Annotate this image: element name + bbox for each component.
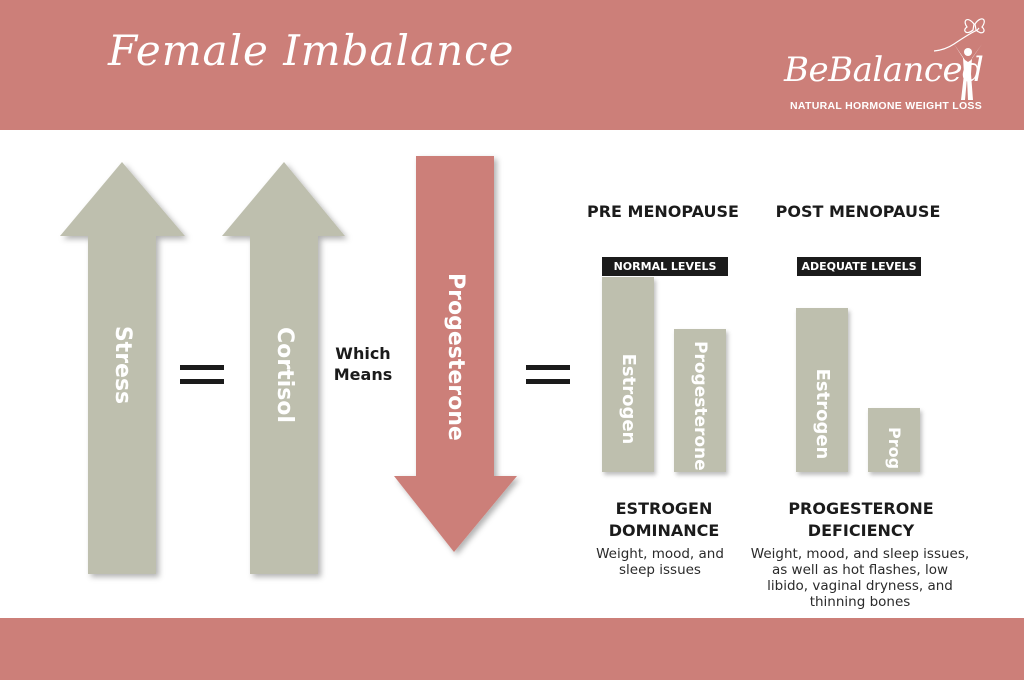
stress-arrow: [60, 162, 185, 574]
stress-label: Stress: [110, 325, 135, 405]
pre-estrogen-bar: [602, 277, 654, 472]
progesterone-label: Progesterone: [443, 273, 468, 441]
page-title: Female Imbalance: [108, 26, 515, 75]
adequate-levels-badge: ADEQUATE LEVELS: [797, 257, 921, 276]
pre-menopause-description: Weight, mood, and sleep issues: [596, 546, 724, 578]
pre-progesterone-label: Progesterone: [690, 341, 710, 471]
footer-band: [0, 618, 1024, 680]
post-estrogen-label: Estrogen: [812, 368, 833, 460]
post-menopause-description: Weight, mood, and sleep issues, as well …: [750, 546, 970, 610]
post-prog-label: Prog: [885, 426, 904, 470]
butterfly-figure-icon: [934, 18, 985, 100]
cortisol-label: Cortisol: [272, 327, 297, 423]
progesterone-deficiency-label: PROGESTERONE DEFICIENCY: [788, 499, 934, 540]
estrogen-dominance-label: ESTROGEN DOMINANCE: [608, 499, 720, 540]
logo-tagline: NATURAL HORMONE WEIGHT LOSS: [790, 100, 983, 112]
cortisol-arrow: [222, 162, 345, 574]
header-band: [0, 0, 1024, 130]
progesterone-arrow: [394, 156, 517, 552]
post-prog-bar: [868, 408, 920, 472]
bebalanced-logo: BeBalanced NATURAL HORMONE WEIGHT LOSS: [784, 14, 999, 114]
pre-estrogen-label: Estrogen: [618, 353, 639, 445]
logo-wordmark: BeBalanced: [784, 50, 984, 90]
normal-levels-badge: NORMAL LEVELS: [602, 257, 728, 276]
post-menopause-heading: POST MENOPAUSE: [775, 202, 941, 221]
which-means-text: Which Means: [333, 344, 393, 384]
imbalance-diagram: Stress Cortisol Progesterone Which Means…: [0, 130, 1024, 618]
pre-progesterone-bar: [674, 329, 726, 472]
equals-sign-2: [526, 365, 570, 385]
post-estrogen-bar: [796, 308, 848, 472]
equals-sign-1: [180, 365, 224, 385]
pre-menopause-heading: PRE MENOPAUSE: [587, 202, 739, 221]
